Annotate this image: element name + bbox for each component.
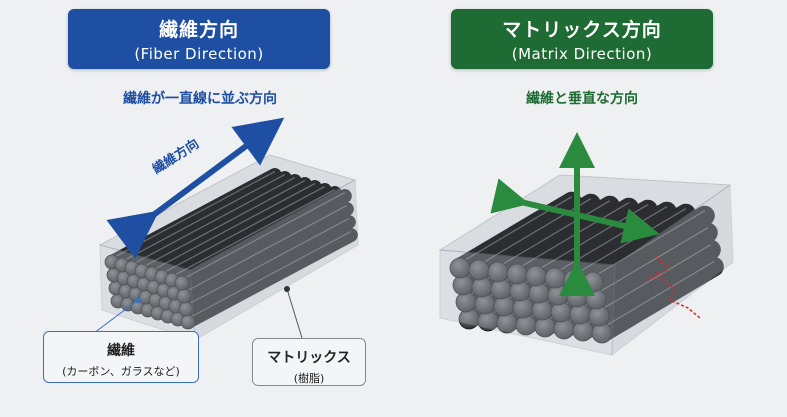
- fiber-rod-highlight: [592, 210, 706, 278]
- transverse-matrix-arrow: [490, 178, 660, 244]
- fiber-callout-dot: [135, 297, 141, 303]
- fiber-direction-arrow-label: 繊維方向: [150, 136, 202, 178]
- matrix-direction-subtitle: (Matrix Direction): [511, 45, 653, 63]
- fiber-rod: [586, 222, 718, 309]
- crack-line: [654, 254, 701, 319]
- fiber-callout-leader: [89, 299, 139, 337]
- fiber-block: [98, 154, 359, 341]
- fiber-rod-highlight: [598, 244, 712, 312]
- fiber-callout-subtitle: (カーボン、ガラスなど): [62, 365, 180, 378]
- matrix-callout: マトリックス (樹脂): [252, 338, 366, 386]
- fiber-rod-highlight: [595, 227, 709, 295]
- fiber-rod: [583, 205, 715, 292]
- fiber-callout-title: 繊維: [107, 343, 135, 359]
- fiber-rod-highlight: [187, 231, 352, 320]
- matrix-direction-arrows: [490, 132, 660, 296]
- fiber-rod: [592, 256, 724, 343]
- fiber-rod-end: [174, 275, 190, 291]
- fiber-direction-title: 繊維方向: [158, 19, 239, 41]
- fiber-direction-arrow: [106, 117, 285, 259]
- matrix-callout-leader: [286, 288, 303, 339]
- matrix-direction-description: 繊維と垂直な方向: [526, 91, 638, 107]
- fiber-rod: [179, 215, 356, 316]
- matrix-direction-title-box: マトリックス方向 (Matrix Direction): [451, 9, 713, 69]
- fiber-callout: 繊維 (カーボン、ガラスなど): [43, 331, 199, 383]
- fiber-rod: [589, 239, 721, 326]
- matrix-callout-subtitle: (樹脂): [293, 372, 325, 385]
- fiber-rod-highlight: [185, 218, 350, 307]
- fiber-direction-title-box: 繊維方向 (Fiber Direction): [68, 9, 330, 69]
- matrix-block: [438, 174, 734, 357]
- fiber-rod: [181, 228, 358, 329]
- matrix-callout-title: マトリックス: [267, 350, 351, 366]
- fiber-rod-highlight: [601, 261, 715, 329]
- crack-branch: [647, 271, 661, 281]
- fiber-direction-description: 繊維が一直線に並ぶ方向: [123, 91, 277, 107]
- matrix-callout-dot: [284, 286, 290, 292]
- matrix-direction-title: マトリックス方向: [502, 19, 662, 41]
- fiber-direction-subtitle: (Fiber Direction): [134, 45, 264, 63]
